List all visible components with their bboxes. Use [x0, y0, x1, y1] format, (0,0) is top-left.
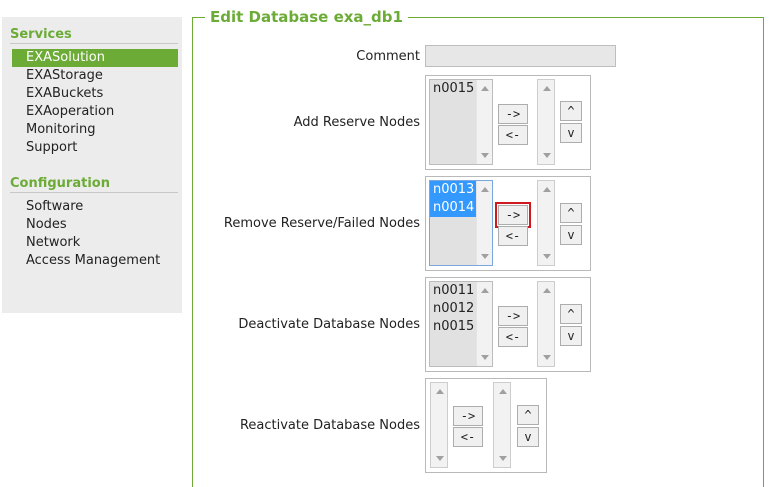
list-item[interactable]: n0011 [433, 283, 475, 298]
comment-label: Comment [356, 49, 420, 64]
scrollbar[interactable] [476, 80, 492, 164]
scroll-down-icon [543, 254, 551, 259]
deactivate-database-nodes-label: Deactivate Database Nodes [238, 317, 420, 332]
move-up-button[interactable]: ^ [560, 101, 582, 121]
target-list-scrollbar[interactable] [537, 180, 555, 266]
source-list-scrollbar[interactable] [430, 382, 448, 468]
scrollbar[interactable] [476, 181, 492, 265]
scroll-up-icon [543, 86, 551, 91]
remove-reserve-failed-nodes-label: Remove Reserve/Failed Nodes [223, 216, 420, 231]
scroll-down-icon [481, 355, 489, 360]
move-down-button[interactable]: v [517, 427, 539, 447]
edit-database-fieldset [192, 17, 764, 487]
sidebar-item-access-management[interactable]: Access Management [26, 253, 161, 268]
move-up-button[interactable]: ^ [560, 304, 582, 324]
scroll-down-icon [481, 254, 489, 259]
list-item[interactable]: n0015 [433, 81, 475, 96]
scroll-up-icon [543, 288, 551, 293]
services-section-title: Services [10, 27, 178, 44]
page-title: Edit Database exa_db1 [205, 8, 408, 26]
list-item[interactable]: n0013 [430, 181, 476, 199]
move-down-button[interactable]: v [560, 225, 582, 245]
move-up-button[interactable]: ^ [517, 405, 539, 425]
remove-reserve-failed-nodes-list[interactable]: n0013 n0014 [429, 180, 493, 266]
move-left-button[interactable]: <- [453, 427, 483, 447]
scroll-up-icon [436, 389, 444, 394]
list-item[interactable]: n0012 [433, 301, 475, 316]
move-down-button[interactable]: v [560, 326, 582, 346]
configuration-section-title: Configuration [10, 176, 178, 193]
target-list-scrollbar[interactable] [493, 382, 511, 468]
deactivate-database-nodes-group: n0011 n0012 n0015 -> <- ^ v [425, 277, 591, 372]
move-left-button[interactable]: <- [498, 125, 528, 145]
sidebar-item-exasolution[interactable]: EXASolution [12, 49, 178, 67]
target-list-scrollbar[interactable] [537, 79, 555, 165]
scroll-up-icon [481, 187, 489, 192]
list-item[interactable]: n0014 [430, 199, 476, 217]
deactivate-database-nodes-list[interactable]: n0011 n0012 n0015 [429, 281, 493, 367]
add-reserve-nodes-group: n0015 -> <- ^ v [425, 75, 591, 170]
sidebar-item-monitoring[interactable]: Monitoring [26, 122, 96, 137]
move-right-button[interactable]: -> [495, 202, 531, 228]
move-down-button[interactable]: v [560, 123, 582, 143]
move-right-button[interactable]: -> [453, 406, 483, 426]
add-reserve-nodes-label: Add Reserve Nodes [293, 115, 420, 130]
move-up-button[interactable]: ^ [560, 203, 582, 223]
scroll-up-icon [499, 389, 507, 394]
scroll-down-icon [499, 456, 507, 461]
sidebar-item-nodes[interactable]: Nodes [26, 217, 67, 232]
move-left-button[interactable]: <- [498, 327, 528, 347]
scroll-up-icon [481, 86, 489, 91]
reactivate-database-nodes-label: Reactivate Database Nodes [239, 418, 420, 433]
move-right-button[interactable]: -> [498, 104, 528, 124]
target-list-scrollbar[interactable] [537, 281, 555, 367]
reactivate-database-nodes-group: -> <- ^ v [425, 378, 547, 473]
scrollbar[interactable] [476, 282, 492, 366]
scroll-down-icon [543, 153, 551, 158]
move-right-button[interactable]: -> [498, 306, 528, 326]
scroll-up-icon [481, 288, 489, 293]
sidebar-item-exaoperation[interactable]: EXAoperation [26, 104, 115, 119]
sidebar-item-support[interactable]: Support [26, 140, 78, 155]
comment-input[interactable] [425, 45, 616, 67]
move-left-button[interactable]: <- [498, 226, 528, 246]
remove-reserve-failed-nodes-group: n0013 n0014 -> <- ^ v [425, 176, 591, 271]
list-item[interactable]: n0015 [433, 319, 475, 334]
scroll-down-icon [481, 153, 489, 158]
sidebar-item-exastorage[interactable]: EXAStorage [26, 68, 103, 83]
scroll-up-icon [543, 187, 551, 192]
scroll-down-icon [436, 456, 444, 461]
sidebar-item-exabuckets[interactable]: EXABuckets [26, 86, 104, 101]
sidebar-item-network[interactable]: Network [26, 235, 81, 250]
sidebar-item-software[interactable]: Software [26, 199, 84, 214]
scroll-down-icon [543, 355, 551, 360]
sidebar: Services EXASolution EXAStorage EXABucke… [2, 17, 182, 313]
add-reserve-nodes-list[interactable]: n0015 [429, 79, 493, 165]
